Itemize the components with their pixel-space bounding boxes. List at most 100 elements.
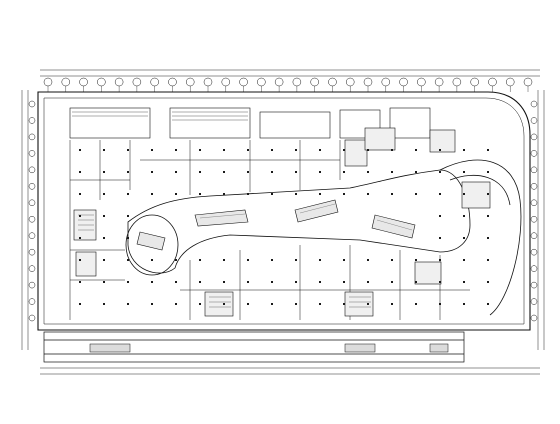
grid-bubble <box>28 232 36 239</box>
column <box>487 215 489 217</box>
grid-bubble <box>28 199 36 207</box>
column <box>175 303 177 305</box>
column <box>487 171 489 173</box>
column <box>151 149 153 151</box>
column <box>415 171 417 173</box>
column <box>295 303 297 305</box>
central-atrium <box>127 169 471 274</box>
column <box>391 193 393 195</box>
column <box>391 259 393 261</box>
column <box>127 171 129 173</box>
grid-bubble <box>505 77 515 87</box>
column <box>271 259 273 261</box>
column <box>151 193 153 195</box>
column <box>391 281 393 283</box>
column <box>439 303 441 305</box>
grid-bubble <box>530 133 538 141</box>
column <box>367 281 369 283</box>
column <box>127 281 129 283</box>
column <box>295 259 297 261</box>
column <box>463 237 465 239</box>
column <box>79 215 81 217</box>
column <box>175 281 177 283</box>
column <box>487 303 489 305</box>
column <box>319 259 321 261</box>
top-grid-bubbles <box>43 77 533 92</box>
column <box>319 193 321 195</box>
column <box>199 171 201 173</box>
grid-bubble <box>470 77 479 87</box>
grid-bubble <box>203 77 213 87</box>
column <box>247 303 249 305</box>
grid-bubble <box>150 77 159 87</box>
grid-bubble <box>530 150 538 157</box>
column <box>271 193 273 195</box>
grid-bubble <box>61 77 71 87</box>
column <box>223 193 225 195</box>
column <box>463 303 465 305</box>
grid-bubble <box>132 77 142 87</box>
column <box>439 215 441 217</box>
column <box>367 149 369 151</box>
column <box>415 281 417 283</box>
grid-bubble <box>28 183 36 190</box>
right-curved-facade <box>439 159 522 316</box>
grid-bubble <box>488 77 497 87</box>
column <box>199 281 201 283</box>
column <box>319 171 321 173</box>
column <box>151 303 153 305</box>
column <box>415 303 417 305</box>
grid-bubble <box>185 77 195 87</box>
column <box>367 171 369 173</box>
column <box>127 215 129 217</box>
grid-bubble <box>530 232 538 239</box>
column <box>487 259 489 261</box>
column <box>439 259 441 261</box>
column <box>247 193 249 195</box>
escalator-treads <box>199 203 413 231</box>
top-dimension-lines <box>40 69 540 77</box>
column <box>367 259 369 261</box>
column <box>463 171 465 173</box>
column <box>79 149 81 151</box>
grid-bubble <box>381 77 391 87</box>
stair-cores <box>73 127 491 317</box>
column <box>367 193 369 195</box>
right-dimension-lines <box>537 90 545 350</box>
column <box>223 149 225 151</box>
column <box>487 149 489 151</box>
column <box>127 259 129 261</box>
column <box>415 149 417 151</box>
grid-bubble <box>530 248 538 256</box>
column <box>487 193 489 195</box>
column <box>439 149 441 151</box>
column <box>127 149 129 151</box>
grid-bubble <box>530 265 538 272</box>
column <box>103 193 105 195</box>
column <box>199 149 201 151</box>
grid-bubble <box>530 199 538 207</box>
grid-bubble <box>530 314 538 322</box>
column <box>343 281 345 283</box>
grid-bubble <box>28 314 36 322</box>
column <box>487 281 489 283</box>
grid-bubble <box>417 77 426 87</box>
column <box>223 303 225 305</box>
column <box>247 281 249 283</box>
column <box>415 259 417 261</box>
escalators <box>136 199 416 251</box>
bottom-strip-equipment <box>89 343 449 353</box>
grid-bubble <box>239 77 248 87</box>
column <box>103 303 105 305</box>
column <box>271 171 273 173</box>
column <box>103 215 105 217</box>
column <box>463 281 465 283</box>
column <box>463 149 465 151</box>
column <box>439 171 441 173</box>
grid-bubble <box>530 183 538 190</box>
column <box>103 171 105 173</box>
grid-bubble <box>28 265 36 272</box>
column <box>247 149 249 151</box>
column <box>391 171 393 173</box>
